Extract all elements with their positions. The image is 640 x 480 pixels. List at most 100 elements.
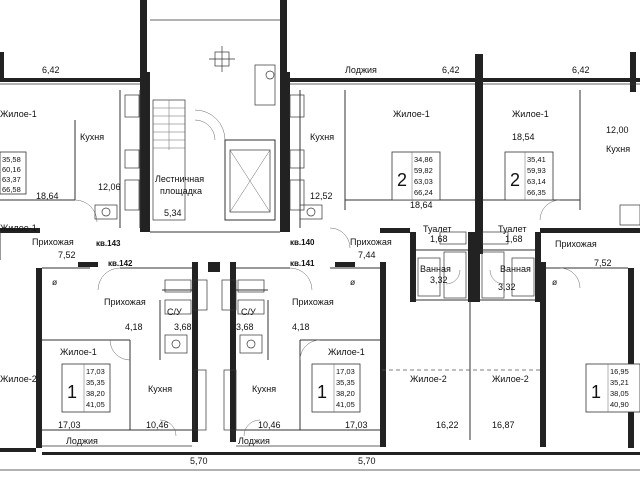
card-area: 38,05 [610,389,629,398]
room-area: 7,52 [58,250,76,260]
card-area: 17,03 [86,367,105,376]
room-label: Прихожая [32,237,74,247]
room-label: Жилое-1 [393,109,430,119]
card-area: 63,37 [2,175,21,184]
staircase [150,19,280,221]
room-area: 3,68 [174,322,192,332]
apartment-number: кв.140 [290,238,315,247]
loggia-label: Лоджия [345,65,377,75]
area-card-right-lower: 1 16,95 35,21 38,05 40,90 [585,363,640,413]
card-area: 35,58 [2,155,21,164]
rooms-count: 1 [67,382,77,402]
card-area: 63,14 [527,177,546,186]
card-area: 41,05 [336,400,355,409]
room-label: Прихожая [555,239,597,249]
windows [0,83,640,471]
area-card-kv142: 1 17,03 35,35 38,20 41,05 [61,363,111,413]
room-label: Жилое-1 [0,109,37,119]
card-area: 59,82 [414,166,433,175]
card-area: 41,05 [86,400,105,409]
room-area: 4,18 [292,322,310,332]
room-label: Жилое-2 [410,374,447,384]
room-label: Кухня [148,384,172,394]
rooms-count: 1 [591,382,601,402]
rooms-count: 1 [317,382,327,402]
card-area: 16,95 [610,367,629,376]
card-area: 66,58 [2,185,21,194]
room-label: Кухня [80,132,104,142]
room-area: 3,32 [498,282,516,292]
diameter-mark: ø [52,277,57,287]
card-area: 38,20 [86,389,105,398]
loggia-label: Лоджия [66,436,98,446]
stair-label: площадка [160,186,202,196]
room-area: 1,68 [505,234,523,244]
room-label: С/У [167,307,182,317]
room-area: 7,52 [594,258,612,268]
rooms-count: 2 [510,170,520,190]
apartment-number: кв.143 [96,239,121,248]
apartment-number: кв.141 [290,259,315,268]
card-area: 35,35 [336,378,355,387]
room-area: 16,22 [436,420,459,430]
room-area: 1,68 [430,234,448,244]
area-card-kv141: 1 17,03 35,35 38,20 41,05 [311,363,361,413]
stair-label: Лестничная [155,174,204,184]
room-area: 7,44 [358,250,376,260]
dim-loggia: 6,42 [442,65,460,75]
loggia-label: Лоджия [238,436,270,446]
room-label: Ванная [420,264,451,274]
card-area: 63,03 [414,177,433,186]
card-area: 66,35 [527,188,546,197]
room-area: 12,06 [98,182,121,192]
card-area: 35,35 [86,378,105,387]
area-card-kv140: 2 34,86 59,82 63,03 66,24 [391,151,441,201]
room-label: Жилое-2 [0,374,37,384]
room-label: Жилое-1 [60,347,97,357]
card-area: 35,41 [527,155,546,164]
room-label: Прихожая [292,297,334,307]
room-area: 17,03 [345,420,368,430]
room-area: 3,32 [430,275,448,285]
room-label: Кухня [252,384,276,394]
diameter-mark: ø [350,277,355,287]
structural-walls [0,0,640,455]
room-label: Жилое-1 [328,347,365,357]
room-area: 12,00 [606,125,629,135]
dim-loggia: 6,42 [42,65,60,75]
room-area: 4,18 [125,322,143,332]
room-label: Туалет [423,224,451,234]
room-label: Кухня [310,132,334,142]
room-label: Жилое-1 [0,223,37,233]
card-area: 40,90 [610,400,629,409]
room-label: Жилое-1 [512,109,549,119]
room-label: Жилое-2 [492,374,529,384]
room-area: 17,03 [58,420,81,430]
card-area: 38,20 [336,389,355,398]
dim-loggia: 5,70 [190,456,208,466]
room-area: 18,54 [512,132,535,142]
room-area: 5,34 [164,208,182,218]
rooms-count: 2 [397,170,407,190]
room-area: 18,64 [36,191,59,201]
room-area: 16,87 [492,420,515,430]
area-card-right-upper: 2 35,41 59,93 63,14 66,35 [504,151,554,201]
room-label: Туалет [498,224,526,234]
room-area: 10,46 [258,420,281,430]
room-label: Прихожая [350,237,392,247]
room-labels: 6,42 Лоджия 6,42 6,42 Жилое-1 Кухня 18,6… [0,65,630,466]
room-area: 3,68 [236,322,254,332]
card-area: 17,03 [336,367,355,376]
room-label: Ванная [500,264,531,274]
room-area: 10,46 [146,420,169,430]
area-card-left-upper: 35,58 60,16 63,37 66,58 [0,151,27,195]
dim-loggia: 5,70 [358,456,376,466]
kitchen-fixtures-upper [94,94,640,226]
room-label: С/У [241,307,256,317]
card-area: 35,21 [610,378,629,387]
card-area: 34,86 [414,155,433,164]
room-label: Кухня [606,144,630,154]
dim-loggia: 6,42 [572,65,590,75]
card-area: 66,24 [414,188,433,197]
